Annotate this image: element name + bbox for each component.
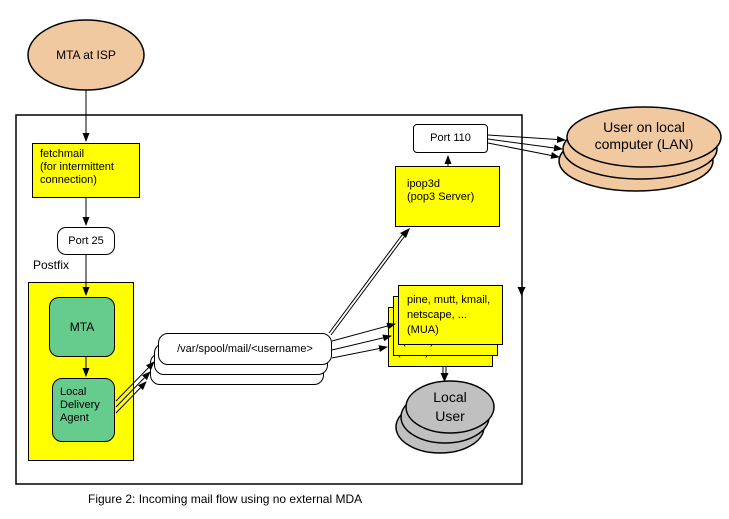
fetchmail-box: fetchmail (for intermittent connection) (32, 143, 140, 198)
ipop3d-box: ipop3d (pop3 Server) (395, 166, 500, 227)
mta-box: MTA (49, 297, 115, 357)
mta-label: MTA (69, 319, 95, 334)
mua-box-1: pine, mutt, kmail, netscape, ... (MUA) (398, 285, 503, 345)
local-user-label: Local User (433, 389, 467, 424)
port110-label: Port 110 (430, 132, 471, 144)
system-boundary-rect (15, 114, 523, 485)
mail-spool-label-1: /var/spool/mail/<username> (177, 342, 313, 355)
figure-caption: Figure 2: Incoming mail flow using no ex… (88, 492, 363, 506)
mta-isp-label: MTA at ISP (56, 48, 116, 62)
user-lan-label: User on local computer (LAN) (594, 119, 694, 152)
local-delivery-agent-box: Local Delivery Agent (52, 378, 115, 442)
port25-box: Port 25 (57, 227, 115, 255)
port110-box: Port 110 (413, 124, 488, 153)
mail-spool-box-1: /var/spool/mail/<username> (158, 333, 332, 365)
local-user-ellipse-1 (405, 380, 495, 434)
user-lan-ellipse-1 (566, 106, 722, 168)
port25-label: Port 25 (68, 234, 104, 247)
postfix-label: Postfix (33, 258, 70, 272)
